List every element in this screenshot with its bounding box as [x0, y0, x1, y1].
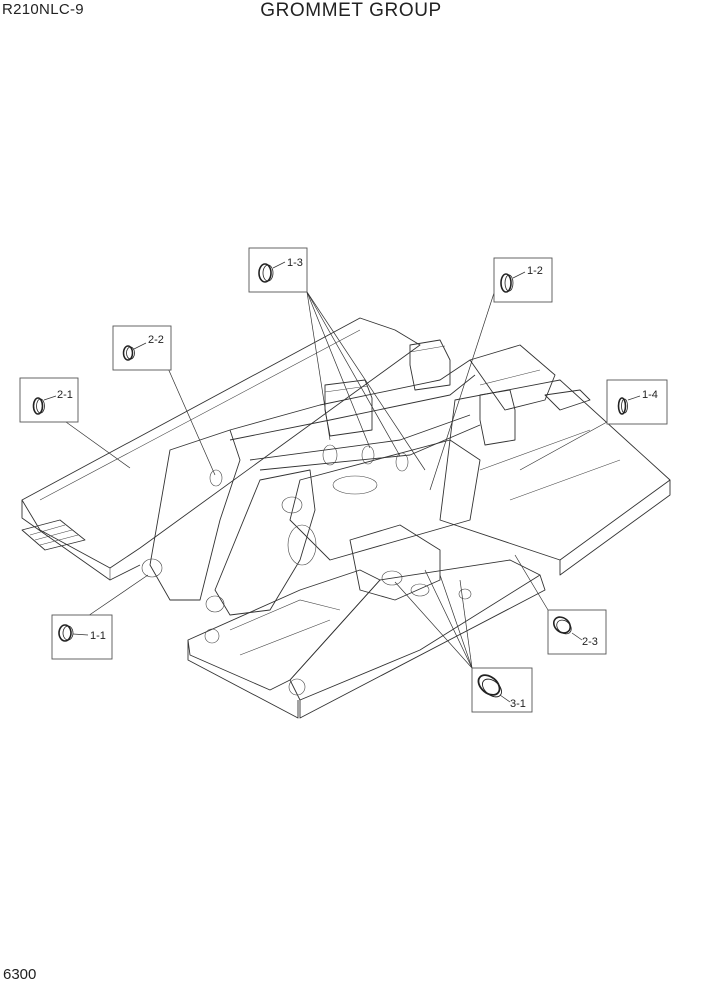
model-number: R210NLC-9 — [2, 1, 84, 18]
callout-3-1[interactable]: 3-1 — [471, 667, 533, 713]
grommet-icon — [58, 624, 74, 642]
callout-1-4[interactable]: 1-4 — [606, 379, 668, 425]
callout-label: 1-4 — [642, 389, 658, 401]
callout-label: 2-3 — [582, 636, 598, 648]
callout-2-3[interactable]: 2-3 — [547, 609, 607, 655]
page-title: GROMMET GROUP — [260, 0, 442, 21]
grommet-icon — [258, 263, 274, 283]
callout-label: 1-3 — [287, 257, 303, 269]
grommet-icon — [477, 674, 503, 698]
grommet-icon — [122, 345, 135, 361]
grommet-icon — [32, 397, 45, 415]
callout-2-2[interactable]: 2-2 — [112, 325, 172, 371]
callout-1-1[interactable]: 1-1 — [51, 614, 113, 660]
callout-label: 2-2 — [148, 334, 164, 346]
callout-1-3[interactable]: 1-3 — [248, 247, 308, 293]
grommet-icon — [617, 397, 628, 415]
callout-2-1[interactable]: 2-1 — [19, 377, 79, 423]
callout-label: 1-1 — [90, 630, 106, 642]
upper-frame-outline — [21, 317, 671, 719]
grommet-icon — [500, 273, 514, 293]
callout-label: 1-2 — [527, 265, 543, 277]
callout-1-2[interactable]: 1-2 — [493, 257, 553, 303]
callout-label: 3-1 — [510, 698, 526, 710]
page-number: 6300 — [3, 966, 37, 983]
leader-lines — [65, 291, 608, 669]
callout-label: 2-1 — [57, 389, 73, 401]
grommet-icon — [552, 616, 572, 635]
